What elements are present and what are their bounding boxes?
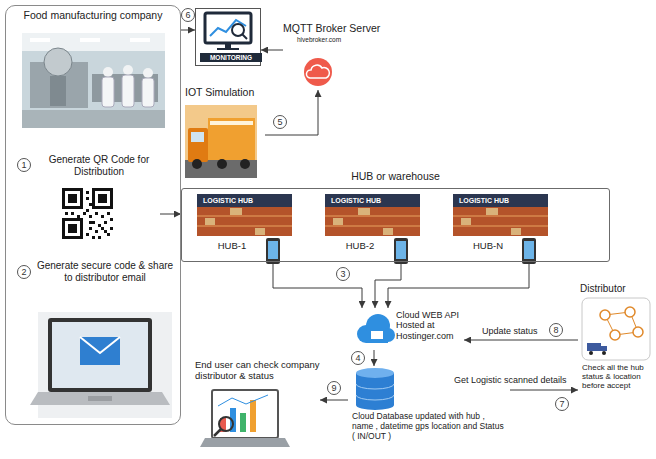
hub-box: LOGISTIC HUB HUB-2: [325, 194, 420, 264]
web-api: Cloud WEB API Hosted at Hostinger.com: [350, 308, 464, 350]
node-text: HUB-1: [197, 241, 267, 252]
flow-arrow: [181, 30, 195, 31]
node-text: LOGISTIC HUB: [456, 196, 512, 206]
flow-arrow: [160, 214, 181, 215]
callout-number: 1: [17, 158, 31, 172]
callout-number: 9: [327, 381, 341, 395]
flow-arrow: [464, 340, 578, 341]
qr-code: [62, 188, 113, 239]
distributor-icon: [582, 298, 650, 360]
node-text: Distributor: [580, 283, 652, 295]
qr-step: Generate QR Code for Distribution: [38, 152, 160, 244]
mqtt-broker: MQTT Broker Server hivebroker.com: [283, 22, 395, 90]
callout-number: 4: [351, 351, 365, 365]
monitoring-box: MONITORING: [195, 8, 261, 66]
flow-arrow: [374, 350, 375, 366]
callout-number: 8: [549, 323, 563, 337]
hub-photos: [197, 194, 548, 236]
truck-photo: [185, 105, 257, 178]
node-text: HUB or warehouse: [181, 170, 610, 182]
node-text: End user can check company distributor &…: [195, 360, 320, 382]
flow-arrow: [510, 390, 578, 391]
node-text: HUB-2: [325, 241, 395, 252]
email-step: Generate secure code & share to distribu…: [36, 258, 174, 420]
node-text: MONITORING: [200, 53, 262, 62]
callout-number: 7: [555, 397, 569, 411]
node-text: hivebroker.com: [297, 36, 393, 43]
node-text: LOGISTIC HUB: [328, 196, 384, 206]
api-cloud-icon: [357, 314, 395, 343]
flow-arrow: [388, 264, 529, 308]
callout-number: 5: [273, 115, 287, 129]
phone-icons: [266, 238, 536, 264]
database-icon: [356, 368, 394, 410]
hub-box: LOGISTIC HUB HUB-1: [197, 194, 292, 264]
hub-group: HUB or warehouseLOGISTIC HUBHUB-1LOGISTI…: [181, 170, 610, 262]
callout-number: 2: [17, 265, 31, 279]
node-text: HUB-N: [453, 241, 523, 252]
monitor-icon: [205, 13, 251, 50]
iot-simulation: IOT Simulation: [183, 86, 265, 180]
distributor: DistributorCheck all the hub status & lo…: [578, 283, 652, 395]
node-text: LOGISTIC HUB: [200, 196, 256, 206]
flow-arrow: [273, 264, 362, 308]
node-text: Generate secure code & share to distribu…: [36, 260, 174, 283]
company-panel: Food manufacturing companyGenerate QR Co…: [5, 5, 181, 425]
edge-label: Get Logistic scanned details: [452, 375, 569, 385]
callout-number: 6: [181, 8, 195, 22]
node-text: MQTT Broker Server: [283, 22, 395, 34]
node-text: Food manufacturing company: [10, 9, 176, 21]
flow-arrow: [320, 400, 348, 401]
node-text: Check all the hub status & location befo…: [582, 363, 650, 391]
node-text: Cloud WEB API Hosted at Hostinger.com: [396, 310, 462, 341]
enduser-laptop: [200, 390, 290, 447]
factory-photo: [22, 33, 165, 128]
email-laptop: [30, 312, 172, 418]
mqtt-cloud-icon: [304, 58, 332, 86]
node-text: IOT Simulation: [185, 86, 265, 98]
node-text: Cloud Database updated with hub , name ,…: [352, 412, 508, 441]
node-text: Generate QR Code for Distribution: [38, 154, 160, 177]
callout-number: 3: [336, 267, 350, 281]
flow-arrow: [265, 90, 318, 135]
flow-arrow: [261, 50, 283, 51]
hub-box: LOGISTIC HUB HUB-N: [453, 194, 548, 264]
end-user: End user can check company distributor &…: [195, 360, 320, 455]
edge-label: Update status: [480, 326, 540, 336]
